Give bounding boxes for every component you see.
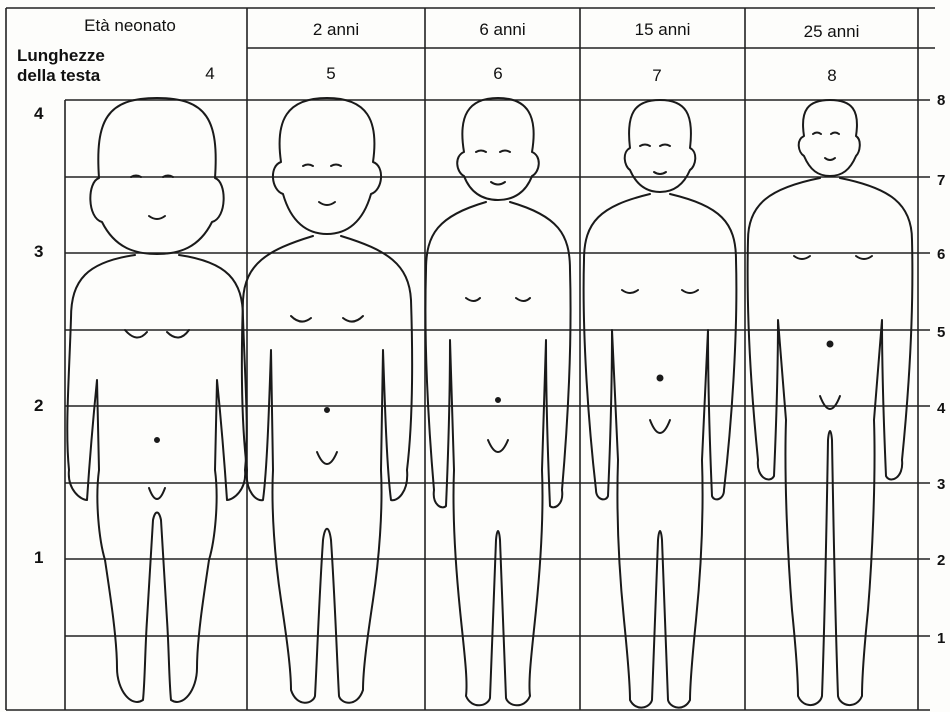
left-scale-tick: 3 xyxy=(34,242,43,262)
unit-label-line2: della testa xyxy=(17,66,105,86)
column-header-15-years: 15 anni xyxy=(580,20,745,40)
left-scale-tick: 1 xyxy=(34,548,43,568)
figure-25-years xyxy=(748,100,913,705)
unit-label-line1: Lunghezze xyxy=(17,46,105,66)
column-header-25-years: 25 anni xyxy=(745,22,918,42)
right-scale-tick: 1 xyxy=(937,630,945,647)
column-header-newborn: Età neonato xyxy=(50,16,210,36)
right-scale-tick: 2 xyxy=(937,552,945,569)
right-scale-tick: 8 xyxy=(937,92,945,109)
right-scale-tick: 4 xyxy=(937,400,945,417)
right-scale-tick: 6 xyxy=(937,246,945,263)
head-count-2-years: 5 xyxy=(317,64,345,84)
right-scale-tick: 5 xyxy=(937,324,945,341)
head-count-6-years: 6 xyxy=(484,64,512,84)
figure-newborn xyxy=(67,98,246,702)
left-scale-tick: 4 xyxy=(34,104,43,124)
unit-label: Lunghezze della testa xyxy=(17,46,105,86)
column-header-6-years: 6 anni xyxy=(425,20,580,40)
left-scale-tick: 2 xyxy=(34,396,43,416)
figure-15-years xyxy=(584,100,737,708)
right-scale-tick: 7 xyxy=(937,172,945,189)
grid-lines xyxy=(6,8,935,710)
head-count-25-years: 8 xyxy=(818,66,846,86)
figure-2-years xyxy=(242,98,412,703)
figure-6-years xyxy=(425,98,570,705)
head-count-newborn: 4 xyxy=(196,64,224,84)
head-count-15-years: 7 xyxy=(643,66,671,86)
column-header-2-years: 2 anni xyxy=(247,20,425,40)
right-scale-tick: 3 xyxy=(937,476,945,493)
